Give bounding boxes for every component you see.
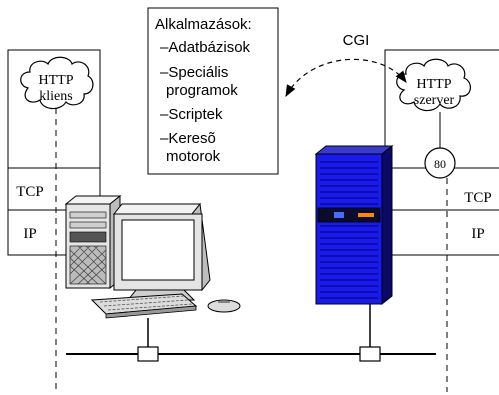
server-led xyxy=(358,213,374,217)
applications-item-4-line2: motorok xyxy=(166,148,221,165)
client-tap xyxy=(137,346,159,362)
client-computer-icon xyxy=(64,194,241,319)
server-app-label-1: HTTP xyxy=(417,77,452,92)
client-stack: HTTP kliens TCP IP xyxy=(7,49,101,256)
applications-item-1: –Adatbázisok xyxy=(160,39,251,56)
applications-item-4-line1: –Keresõ xyxy=(160,130,216,147)
port-label: 80 xyxy=(434,157,446,171)
client-app-label-1: HTTP xyxy=(39,73,74,88)
server-stack: HTTP szerver 80 TCP IP xyxy=(384,49,499,256)
applications-frame xyxy=(147,7,279,175)
client-stack-frame xyxy=(7,49,101,256)
server-app-label-2: szerver xyxy=(414,93,455,108)
applications-item-2-line2: programok xyxy=(166,82,238,99)
port-circle xyxy=(424,147,456,179)
server-tower-icon xyxy=(314,144,394,306)
client-cloud-icon xyxy=(20,56,94,110)
client-ip-label: IP xyxy=(23,226,36,242)
monitor-screen xyxy=(121,219,195,281)
server-ip-label: IP xyxy=(471,226,484,242)
applications-item-2-line1: –Speciális xyxy=(160,64,228,81)
cgi-arrow xyxy=(285,58,407,98)
client-app-label-2: kliens xyxy=(39,89,72,104)
applications-box: Alkalmazások: –Adatbázisok –Speciális pr… xyxy=(147,7,279,175)
cgi-label: CGI xyxy=(343,32,370,49)
applications-item-3: –Scriptek xyxy=(160,106,223,123)
server-tcp-label: TCP xyxy=(464,190,492,206)
server-cloud-icon xyxy=(396,58,471,112)
server-tap xyxy=(359,346,381,362)
mouse-icon xyxy=(207,299,241,313)
applications-title: Alkalmazások: xyxy=(155,16,252,33)
client-tcp-label: TCP xyxy=(16,184,44,200)
